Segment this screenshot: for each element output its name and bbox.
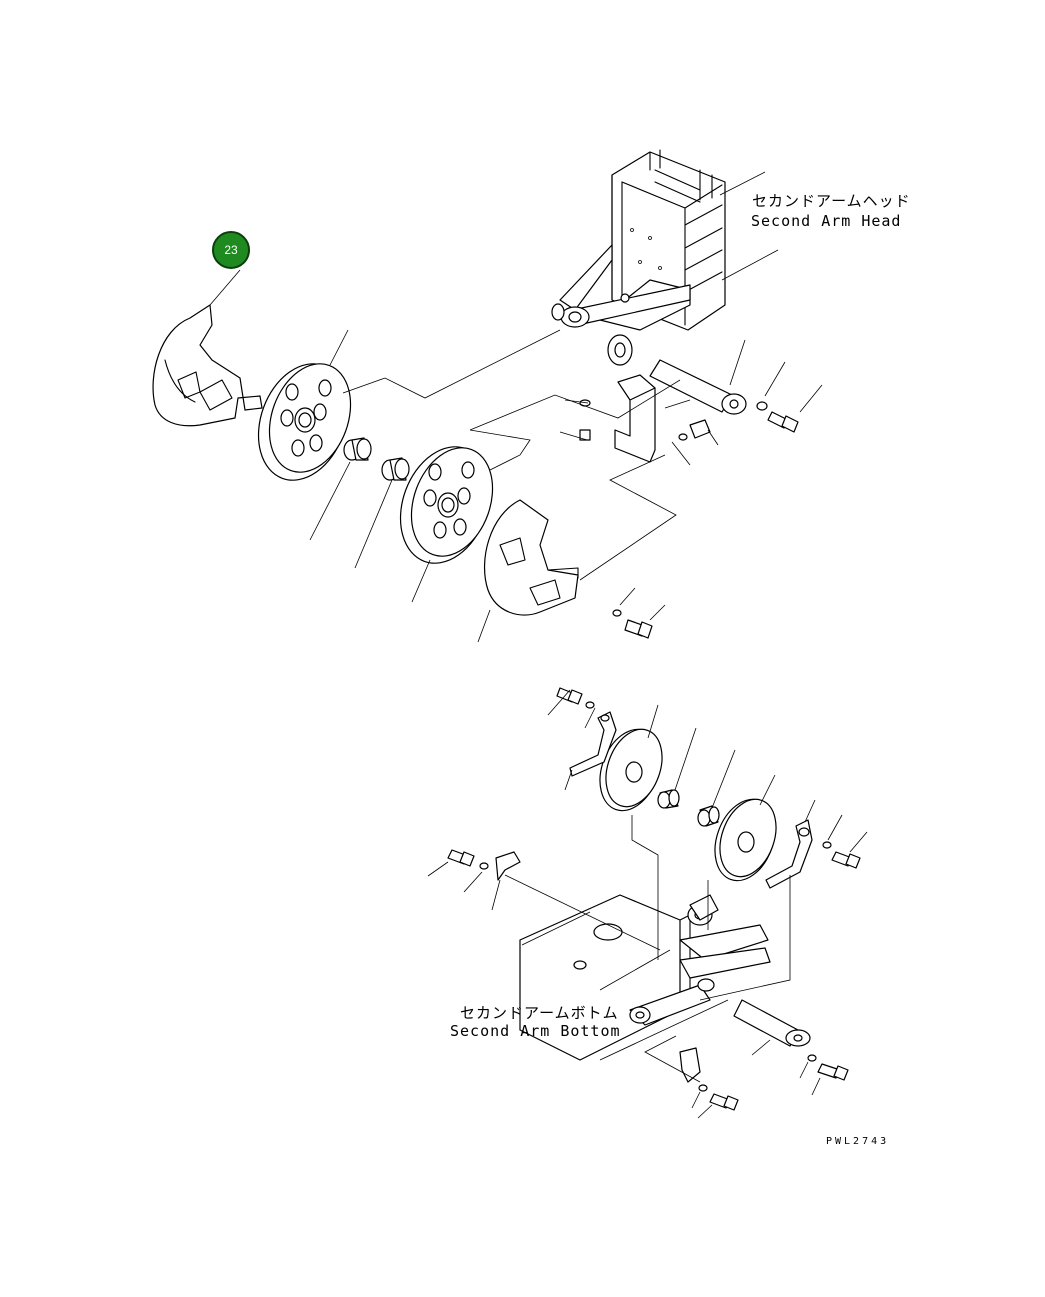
lower-sheave-left bbox=[599, 728, 663, 812]
second-arm-head-frame bbox=[611, 149, 726, 331]
callout-number: 23 bbox=[224, 243, 238, 257]
lower-guard-left bbox=[569, 711, 617, 777]
lower-guard-right bbox=[765, 819, 813, 889]
bracket bbox=[614, 374, 656, 463]
large-sheave-left bbox=[257, 363, 352, 481]
washer bbox=[756, 401, 768, 411]
bearing-2 bbox=[381, 457, 410, 481]
bracket-bolts bbox=[579, 399, 711, 441]
cover-bolt bbox=[612, 609, 653, 639]
arm-bottom-links bbox=[629, 894, 771, 1026]
bolt bbox=[767, 411, 799, 433]
cover-plate bbox=[152, 304, 263, 427]
drawing-code: PWL2743 bbox=[826, 1136, 890, 1147]
lower-sheave-right bbox=[714, 798, 777, 882]
lower-bracket-clip bbox=[679, 1047, 739, 1111]
large-sheave-right bbox=[399, 446, 494, 564]
callout-23[interactable]: 23 bbox=[212, 231, 250, 269]
bearing-1 bbox=[343, 437, 372, 461]
lower-pin bbox=[733, 999, 849, 1081]
arm-head-label-en: Second Arm Head bbox=[751, 212, 902, 230]
leader-lines-lower bbox=[427, 689, 868, 1119]
arm-head-link-plates bbox=[551, 244, 691, 366]
arm-bottom-label-en: Second Arm Bottom bbox=[450, 1022, 621, 1040]
lower-clip bbox=[495, 851, 521, 881]
lower-bolts bbox=[447, 687, 861, 870]
leader-lines-upper bbox=[209, 171, 823, 643]
cover-plate-right bbox=[484, 499, 579, 616]
pin bbox=[649, 359, 747, 415]
lower-bearing-1 bbox=[657, 789, 680, 809]
lower-bearing-2 bbox=[697, 805, 720, 827]
arm-head-label-jp: セカンドアームヘッド bbox=[752, 192, 911, 210]
arm-bottom-label-jp: セカンドアームボトム bbox=[460, 1004, 619, 1022]
